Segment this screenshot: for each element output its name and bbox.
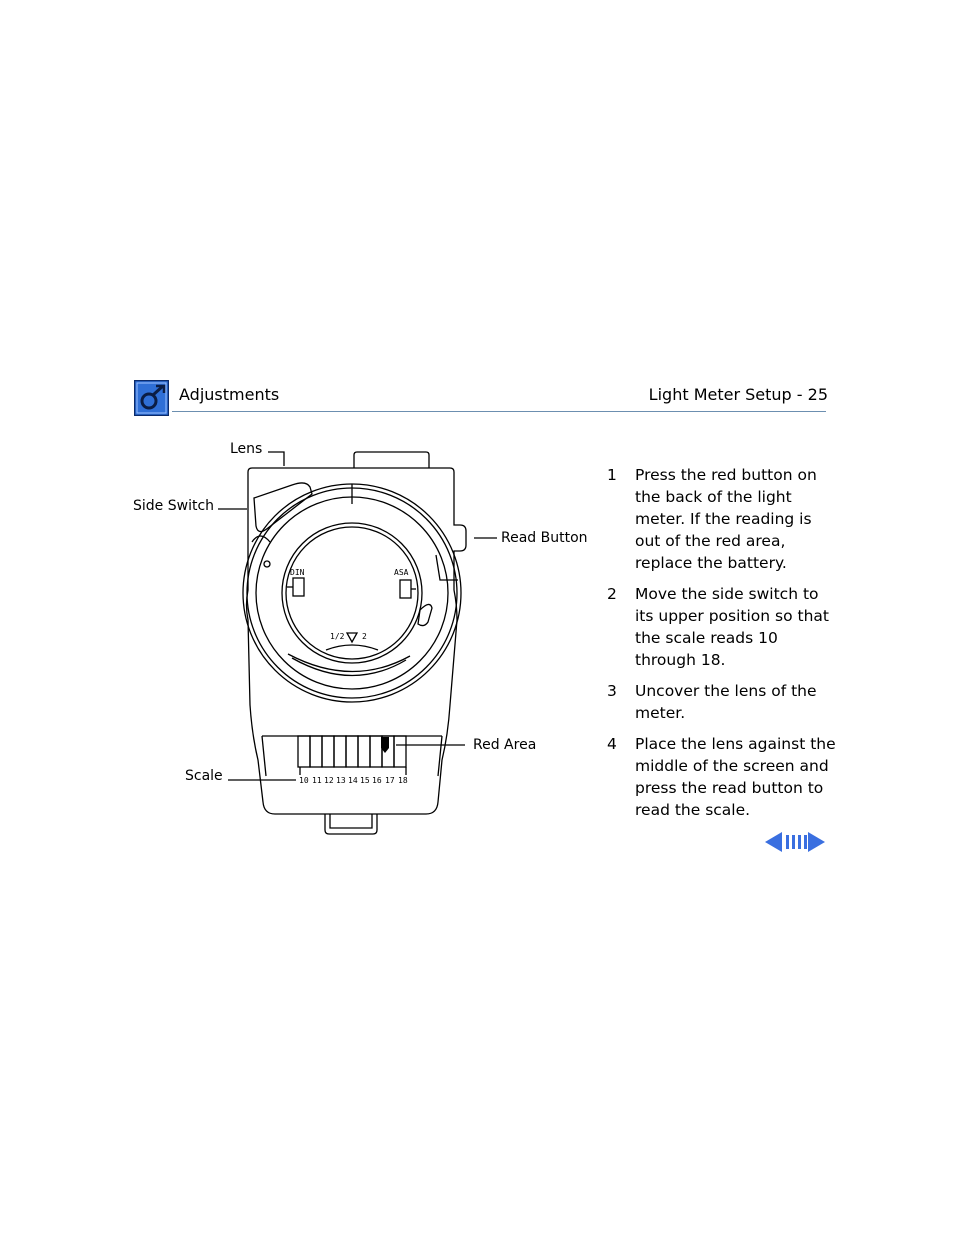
scale-number: 12 <box>324 776 334 785</box>
read-button-callout: Read Button <box>501 530 588 546</box>
step-item: 2 Move the side switch to its upper posi… <box>607 583 837 671</box>
page-title: Light Meter Setup - 25 <box>648 385 828 404</box>
instruction-steps: 1 Press the red button on the back of th… <box>607 464 837 830</box>
step-number: 2 <box>607 585 617 603</box>
scale-segment-18 <box>393 735 407 768</box>
scale-number: 18 <box>398 776 408 785</box>
lens-callout: Lens <box>230 441 263 457</box>
step-item: 4 Place the lens against the middle of t… <box>607 733 837 821</box>
page-index-icon[interactable] <box>786 835 807 849</box>
scale-segment-14 <box>345 735 359 768</box>
step-item: 1 Press the red button on the back of th… <box>607 464 837 574</box>
scale-segment-10 <box>297 735 311 768</box>
step-text: Uncover the lens of the meter. <box>635 682 817 722</box>
scale-segment-13 <box>333 735 347 768</box>
lens-leader-line <box>268 451 285 466</box>
scale-number: 11 <box>312 776 322 785</box>
scale-number: 10 <box>299 776 309 785</box>
step-text: Move the side switch to its upper positi… <box>635 585 830 669</box>
red-area-needle <box>381 737 389 753</box>
section-title: Adjustments <box>179 385 280 404</box>
step-text: Press the red button on the back of the … <box>635 466 817 572</box>
step-number: 3 <box>607 682 617 700</box>
step-number: 4 <box>607 735 617 753</box>
scale-segment-16 <box>369 735 383 768</box>
light-meter-diagram: 10 11 12 13 14 15 16 17 18 DIN ASA 1/2 2… <box>120 430 600 850</box>
scale-number: 14 <box>348 776 358 785</box>
scale-segment-15 <box>357 735 371 768</box>
scale-callout: Scale <box>185 768 223 784</box>
scale-segment-12 <box>321 735 335 768</box>
din-label: DIN <box>290 568 305 577</box>
two-label: 2 <box>362 632 367 641</box>
header-divider <box>172 411 826 412</box>
page-navigation <box>764 830 826 854</box>
right-arrow-icon[interactable] <box>808 832 825 852</box>
scale-number: 15 <box>360 776 370 785</box>
scale-number: 13 <box>336 776 346 785</box>
apple-logo-icon <box>133 379 170 417</box>
step-text: Place the lens against the middle of the… <box>635 735 836 819</box>
fraction-label: 1/2 <box>330 632 345 641</box>
scale-number: 16 <box>372 776 382 785</box>
asa-label: ASA <box>394 568 409 577</box>
red-area-callout: Red Area <box>473 737 537 753</box>
step-number: 1 <box>607 466 617 484</box>
side-switch-callout: Side Switch <box>133 498 215 514</box>
scale-segment-11 <box>309 735 323 768</box>
step-item: 3 Uncover the lens of the meter. <box>607 680 837 724</box>
scale-number: 17 <box>385 776 395 785</box>
left-arrow-icon[interactable] <box>765 832 782 852</box>
